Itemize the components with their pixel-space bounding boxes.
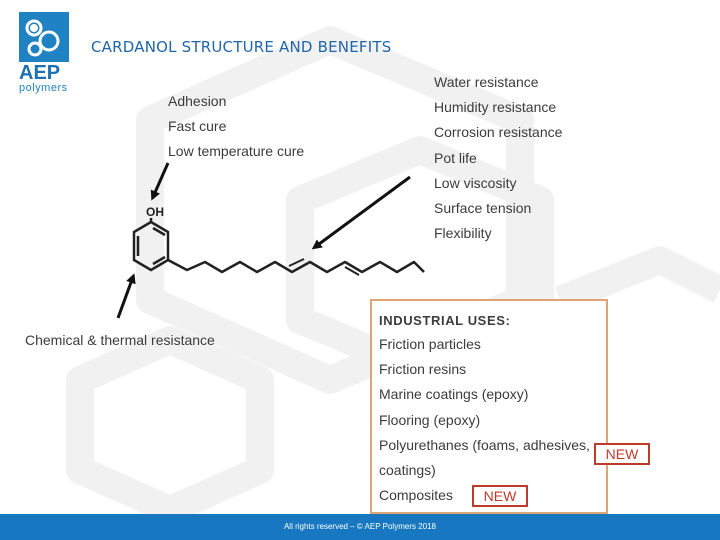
logo-emblem: [19, 12, 69, 62]
benefit-water-resistance: Water resistance: [434, 74, 539, 90]
benefit-corrosion-resistance: Corrosion resistance: [434, 124, 563, 141]
benzene-ring: [132, 218, 170, 272]
footer-copyright: All rights reserved – © AEP Polymers 201…: [283, 522, 437, 531]
new-badge-composites: NEW: [472, 485, 528, 507]
double-bond-1: [288, 258, 305, 267]
benefit-low-temp-cure: Low temperature cure: [168, 143, 305, 160]
hexagon-icon: [25, 19, 60, 57]
logo-brand: AEP: [19, 62, 61, 84]
use-friction-resins: Friction resins: [379, 361, 467, 378]
industrial-uses-list: Friction particles Friction resins Marin…: [379, 336, 590, 512]
arrow-to-ring: [116, 273, 136, 319]
benefit-pot-life: Pot life: [434, 149, 477, 166]
benefit-flexibility: Flexibility: [434, 225, 492, 242]
use-polyurethanes: Polyurethanes (foams, adhesives,: [379, 436, 590, 453]
left-benefits-list: Adhesion Fast cure Low temperature cure: [168, 93, 304, 169]
industrial-uses-title: INDUSTRIAL USES:: [379, 313, 511, 328]
logo-subtitle: polymers: [19, 82, 68, 94]
new-badge-polyurethanes: NEW: [594, 443, 650, 465]
double-bond-2: [344, 266, 360, 276]
alkyl-chain: [167, 258, 425, 274]
chemical-thermal-label: Chemical & thermal resistance: [25, 332, 215, 348]
aep-logo: AEP polymers: [19, 12, 71, 94]
arrow-to-oh: [150, 162, 170, 201]
right-benefits-list: Water resistance Humidity resistance Cor…: [434, 73, 562, 249]
benefit-surface-tension: Surface tension: [434, 199, 532, 216]
arrow-to-chain: [311, 175, 411, 250]
benefit-humidity-resistance: Humidity resistance: [434, 99, 557, 116]
slide-title: CARDANOL STRUCTURE AND BENEFITS: [91, 38, 392, 56]
benefit-low-viscosity: Low viscosity: [434, 174, 517, 191]
use-composites: Composites: [379, 487, 453, 504]
use-flooring: Flooring (epoxy): [379, 411, 481, 428]
industrial-uses-box: [370, 299, 608, 514]
use-marine-coatings: Marine coatings (epoxy): [379, 386, 529, 403]
oh-label: OH: [146, 205, 164, 219]
footer-bar: All rights reserved – © AEP Polymers 201…: [0, 514, 720, 540]
benefit-adhesion: Adhesion: [168, 93, 227, 109]
benefit-fast-cure: Fast cure: [168, 118, 227, 135]
use-polyurethanes-cont: coatings): [379, 461, 436, 478]
use-friction-particles: Friction particles: [379, 336, 481, 352]
